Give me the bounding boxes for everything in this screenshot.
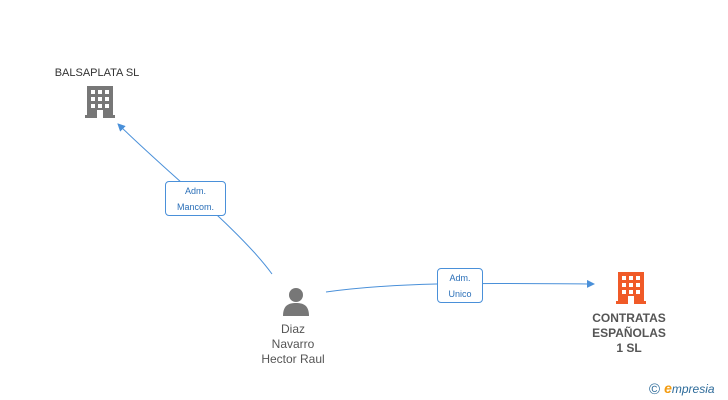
edge-label-line: Unico bbox=[448, 289, 472, 299]
brand-name: mpresia bbox=[671, 382, 715, 396]
person-name-line: Navarro bbox=[271, 337, 315, 351]
node-label-person[interactable]: Diaz Navarro Hector Raul bbox=[245, 322, 341, 367]
empresia-logo: ©empresia bbox=[649, 380, 715, 398]
company-name-line: CONTRATAS bbox=[592, 311, 666, 325]
node-label-contratas[interactable]: CONTRATAS ESPAÑOLAS 1 SL bbox=[578, 311, 680, 356]
company-name-line: 1 SL bbox=[616, 341, 642, 355]
company-name-line: ESPAÑOLAS bbox=[592, 326, 666, 340]
building-icon[interactable] bbox=[616, 271, 646, 305]
building-icon[interactable] bbox=[85, 85, 115, 119]
edge-label-line: Mancom. bbox=[176, 202, 214, 212]
person-icon[interactable] bbox=[281, 286, 311, 316]
edge-label-line: Adm. bbox=[449, 273, 471, 283]
edge-label-unico[interactable]: Adm. Unico bbox=[437, 268, 483, 303]
person-name-line: Diaz bbox=[280, 322, 305, 336]
copyright-symbol: © bbox=[649, 381, 661, 398]
edge-label-mancom[interactable]: Adm. Mancom. bbox=[165, 181, 226, 216]
edge-label-line: Adm. bbox=[184, 186, 206, 196]
node-label-balsaplata[interactable]: BALSAPLATA SL bbox=[54, 67, 140, 79]
person-name-line: Hector Raul bbox=[261, 352, 325, 366]
brand-initial: e bbox=[664, 380, 672, 396]
